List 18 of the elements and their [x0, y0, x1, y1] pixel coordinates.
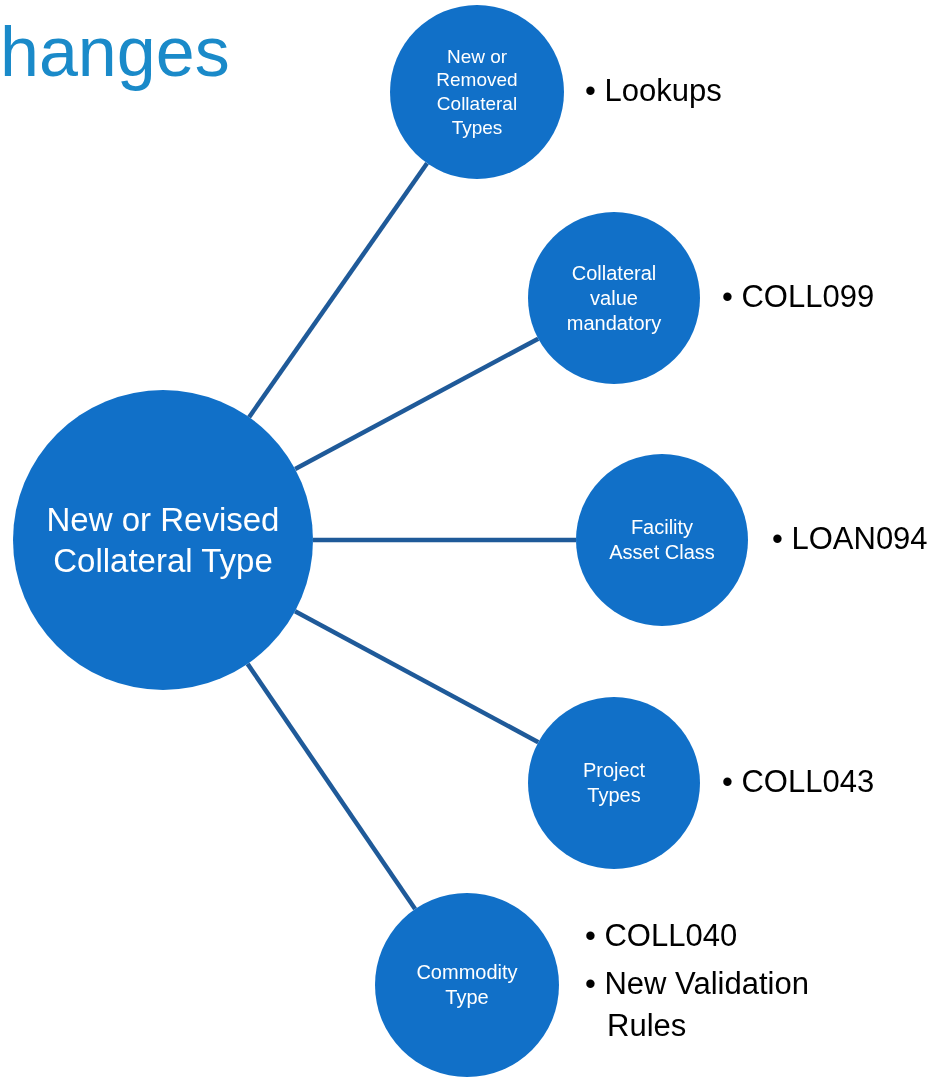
bullet-item: • COLL040: [585, 917, 739, 955]
connector-line: [247, 161, 429, 419]
bullet-item: • COLL043: [722, 763, 876, 801]
node-label: Facility Asset Class: [608, 515, 716, 565]
connector-line: [294, 609, 540, 745]
node-label: New or Removed Collateral Types: [435, 44, 519, 140]
bullet-item: • New Validation Rules: [585, 964, 810, 1045]
node-label: Commodity Type: [415, 960, 519, 1010]
node-label: Collateral value mandatory: [565, 260, 663, 336]
node-label: Project Types: [581, 758, 647, 808]
connector-line: [294, 336, 540, 472]
node-label: New or Revised Collateral Type: [45, 499, 281, 581]
bullet-item: • COLL099: [722, 278, 876, 316]
title: hanges: [0, 12, 230, 92]
connector-line: [245, 662, 417, 911]
connector-line: [313, 537, 576, 543]
bullet-item: • Lookups: [585, 72, 723, 110]
bullet-item: • LOAN094: [772, 520, 929, 558]
